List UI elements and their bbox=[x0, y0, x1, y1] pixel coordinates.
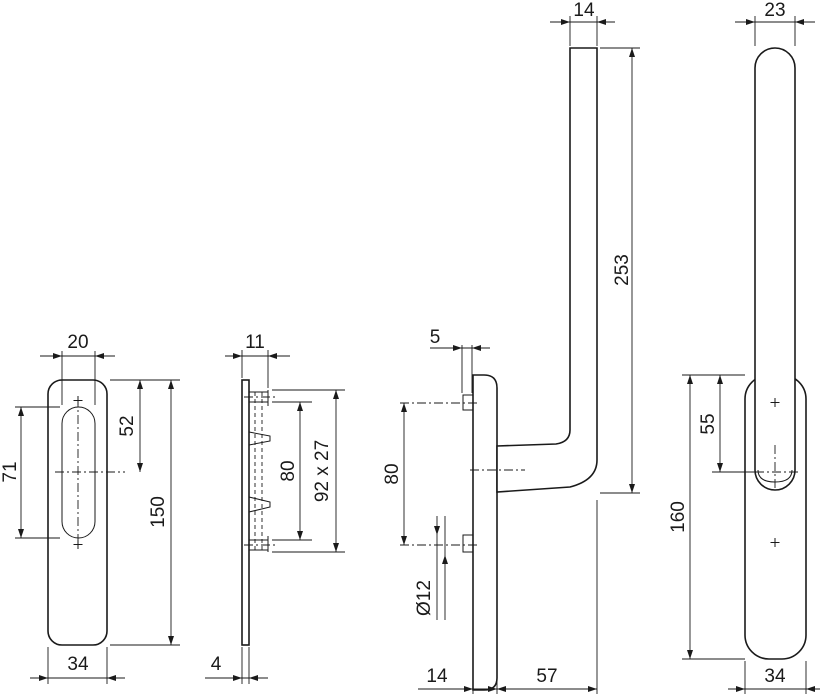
dimension-fixing-spacing: 71 bbox=[0, 406, 60, 539]
dimension-front-grip-width: 23 bbox=[735, 0, 815, 46]
dimension-rose-length: 160 bbox=[668, 374, 745, 660]
dimension-screw-spacing: 80 bbox=[382, 403, 407, 545]
dimension-spindle-spacing: 80 bbox=[272, 401, 312, 541]
front-cross-bottom bbox=[770, 538, 780, 547]
dimension-offset: 5 bbox=[430, 327, 490, 393]
dimension-plate-thickness: 4 bbox=[205, 647, 268, 684]
front-centerlines bbox=[755, 445, 800, 490]
side-plate-body bbox=[241, 379, 250, 646]
front-cross-top bbox=[770, 398, 780, 407]
dimension-label-handle-length: 253 bbox=[612, 254, 633, 286]
dimension-handle-length: 253 bbox=[600, 47, 640, 494]
dimension-label-bolt-spec: 92 x 27 bbox=[312, 440, 333, 502]
dimension-label-rose-depth: 14 bbox=[426, 666, 448, 687]
keyhole-slot bbox=[61, 406, 96, 539]
dimension-screw-diameter: Ø12 bbox=[414, 516, 448, 620]
handle-grip-front bbox=[754, 47, 796, 491]
dimension-label-front-grip-width: 23 bbox=[764, 0, 785, 21]
cover-plate-front-view: 20 34 71 52 150 bbox=[0, 332, 180, 684]
cover-plate-side-view: 11 4 80 92 x 27 bbox=[205, 332, 345, 684]
dimension-depth: 11 bbox=[225, 332, 290, 388]
dimension-label-projection: 57 bbox=[536, 666, 557, 687]
side-hidden-lines bbox=[254, 392, 263, 550]
handle-centerlines bbox=[400, 402, 525, 546]
side-clips bbox=[248, 431, 271, 513]
dimension-label-spindle-spacing: 80 bbox=[278, 460, 299, 481]
dimension-grip-width: 14 bbox=[550, 0, 615, 46]
handle-screw-heads bbox=[462, 394, 474, 553]
dimension-label-grip-width: 14 bbox=[573, 0, 595, 21]
dimension-label-grip-to-centre: 55 bbox=[698, 413, 719, 434]
dimension-label-screw-diameter: Ø12 bbox=[414, 580, 435, 616]
dimension-label-plate-thickness: 4 bbox=[211, 654, 222, 675]
handle-front-view: 23 34 55 160 bbox=[668, 0, 820, 694]
handle-lever-side bbox=[496, 47, 598, 493]
dimension-label-offset: 5 bbox=[430, 327, 441, 348]
dimension-label-rose-length: 160 bbox=[668, 501, 689, 533]
handle-side-view: 5 80 Ø12 14 57 14 bbox=[382, 0, 640, 694]
dimension-bolt-spec: 92 x 27 bbox=[272, 389, 345, 553]
dimension-label-rose-width: 34 bbox=[764, 666, 786, 687]
dimension-label-keyhole-width: 20 bbox=[67, 332, 88, 353]
dimension-label-center-to-top: 52 bbox=[117, 415, 138, 436]
dimension-center-to-top: 52 bbox=[110, 379, 150, 472]
handle-rose-side bbox=[472, 374, 498, 691]
dimension-label-plate-height: 150 bbox=[148, 496, 169, 528]
dimension-label-fixing-spacing: 71 bbox=[0, 461, 21, 482]
dimension-label-plate-width: 34 bbox=[67, 654, 89, 675]
side-bosses bbox=[249, 390, 269, 552]
dimension-rose-width: 34 bbox=[728, 661, 820, 694]
dimension-projection: 57 bbox=[497, 500, 598, 694]
dimension-keyhole-width: 20 bbox=[40, 332, 115, 405]
dimension-rose-depth: 14 bbox=[418, 647, 498, 694]
dimension-plate-width: 34 bbox=[30, 647, 125, 684]
dimension-label-screw-spacing: 80 bbox=[382, 463, 403, 484]
dimension-plate-height: 150 bbox=[110, 379, 180, 646]
side-centerlines bbox=[244, 396, 278, 546]
cover-plate-outline bbox=[47, 379, 108, 646]
dimension-label-depth: 11 bbox=[245, 332, 265, 353]
